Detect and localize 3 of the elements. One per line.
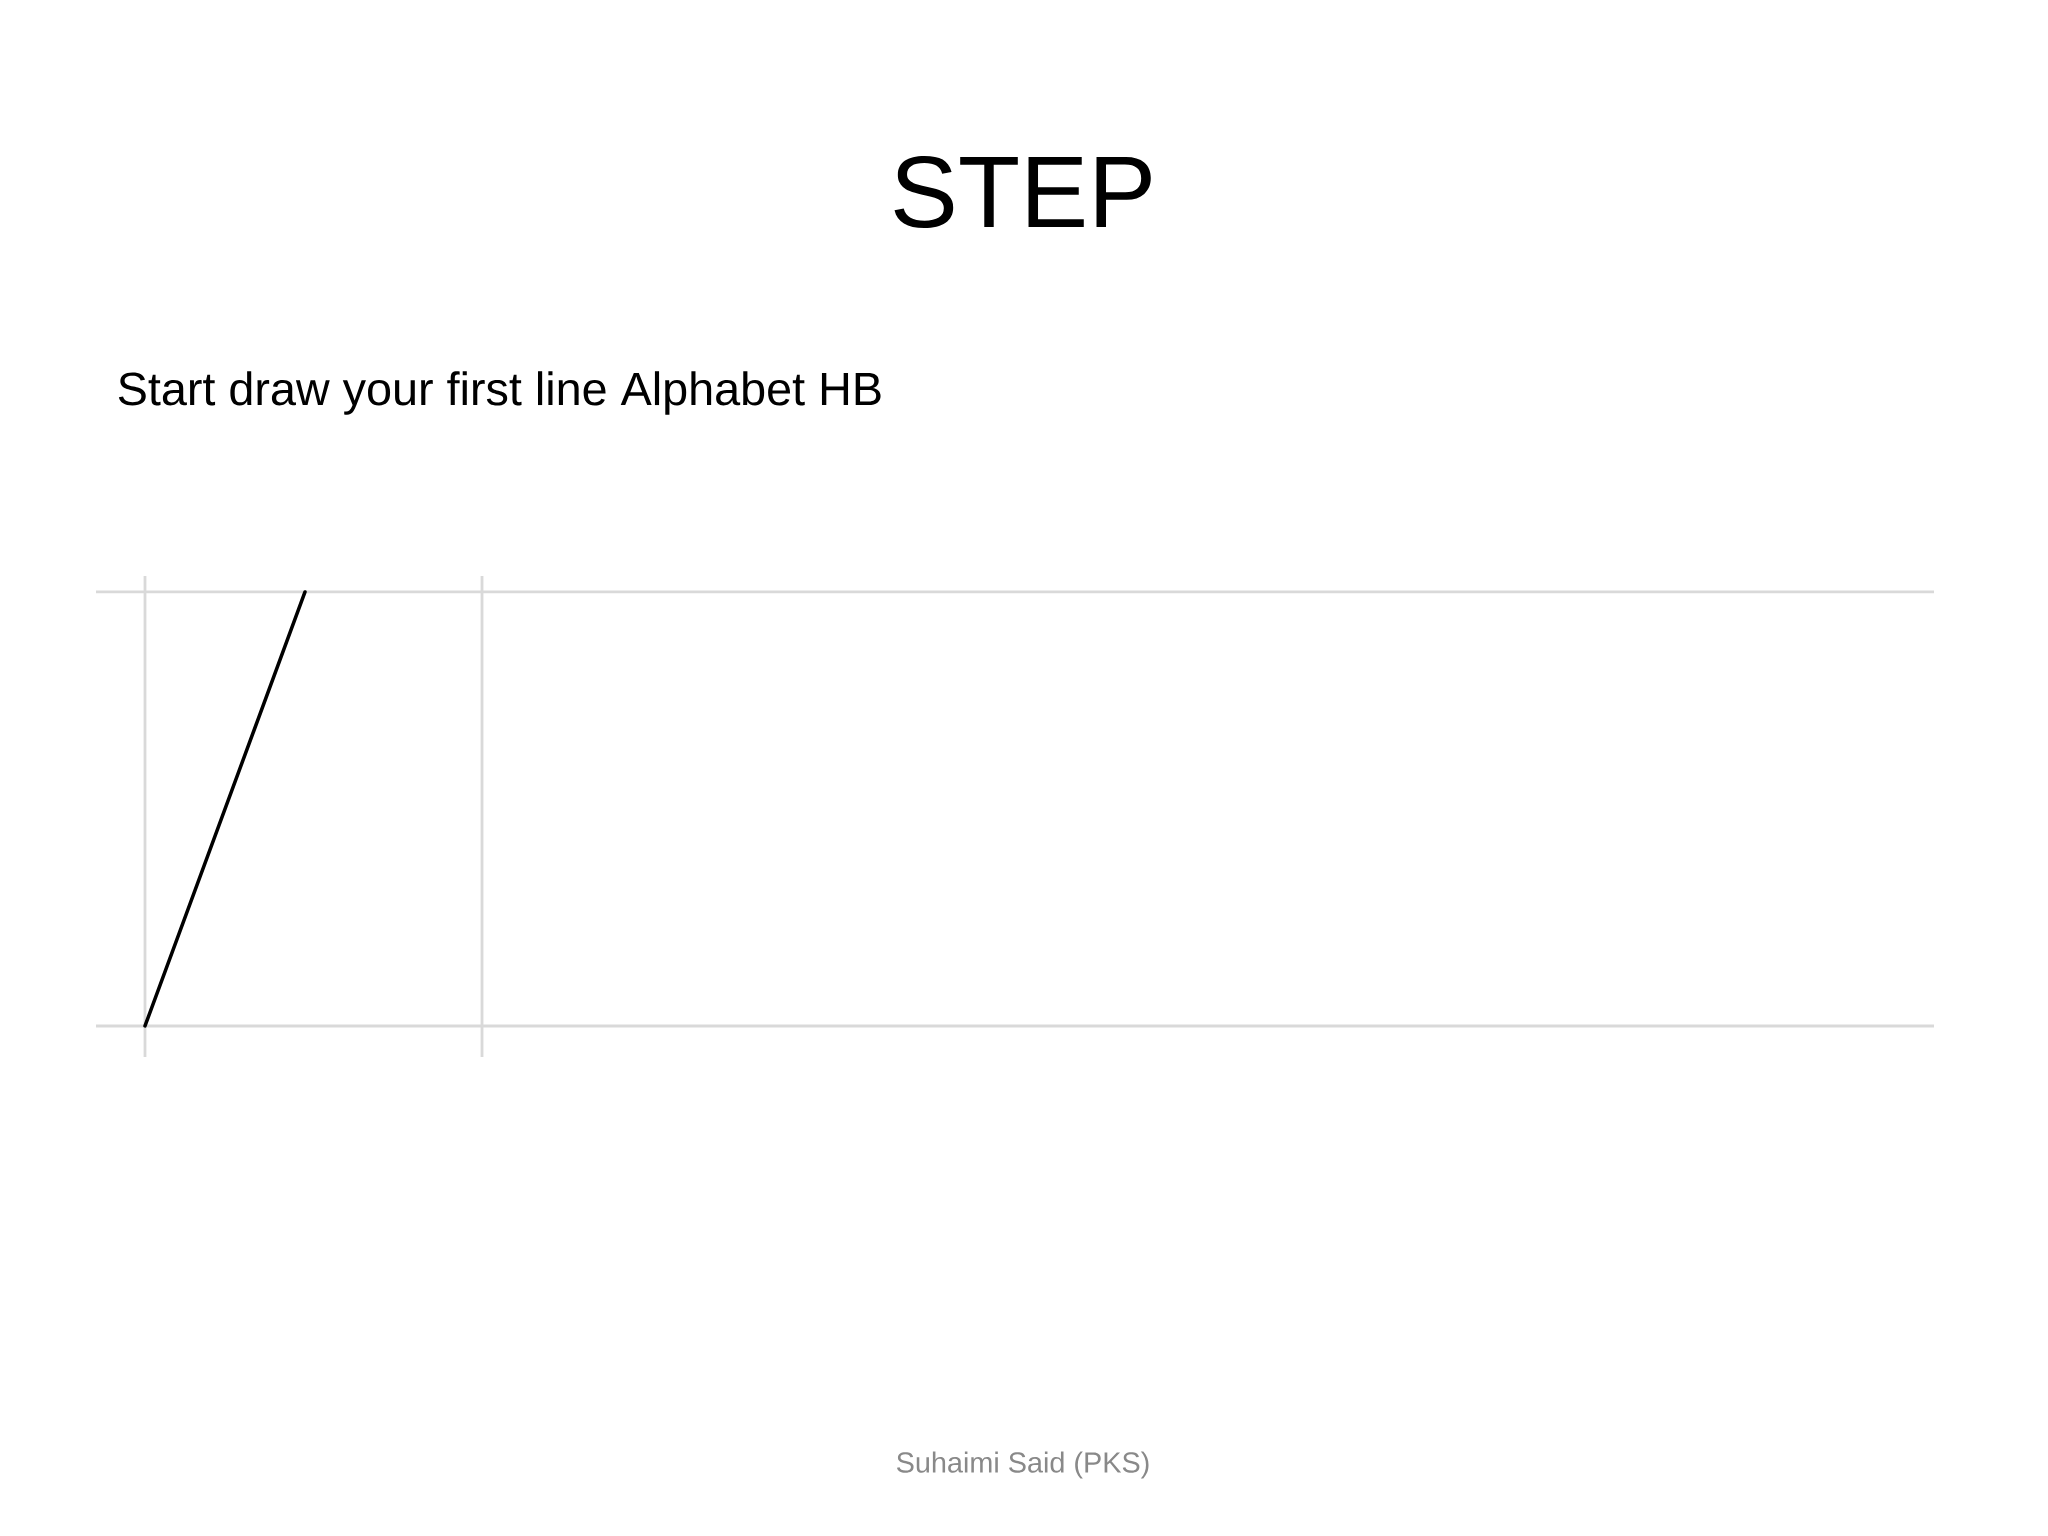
footer-text: Suhaimi Said (PKS) bbox=[897, 1451, 1149, 1479]
instruction-text: Start draw your first line Alphabet HB bbox=[118, 371, 881, 415]
title: STEP bbox=[894, 155, 1151, 229]
